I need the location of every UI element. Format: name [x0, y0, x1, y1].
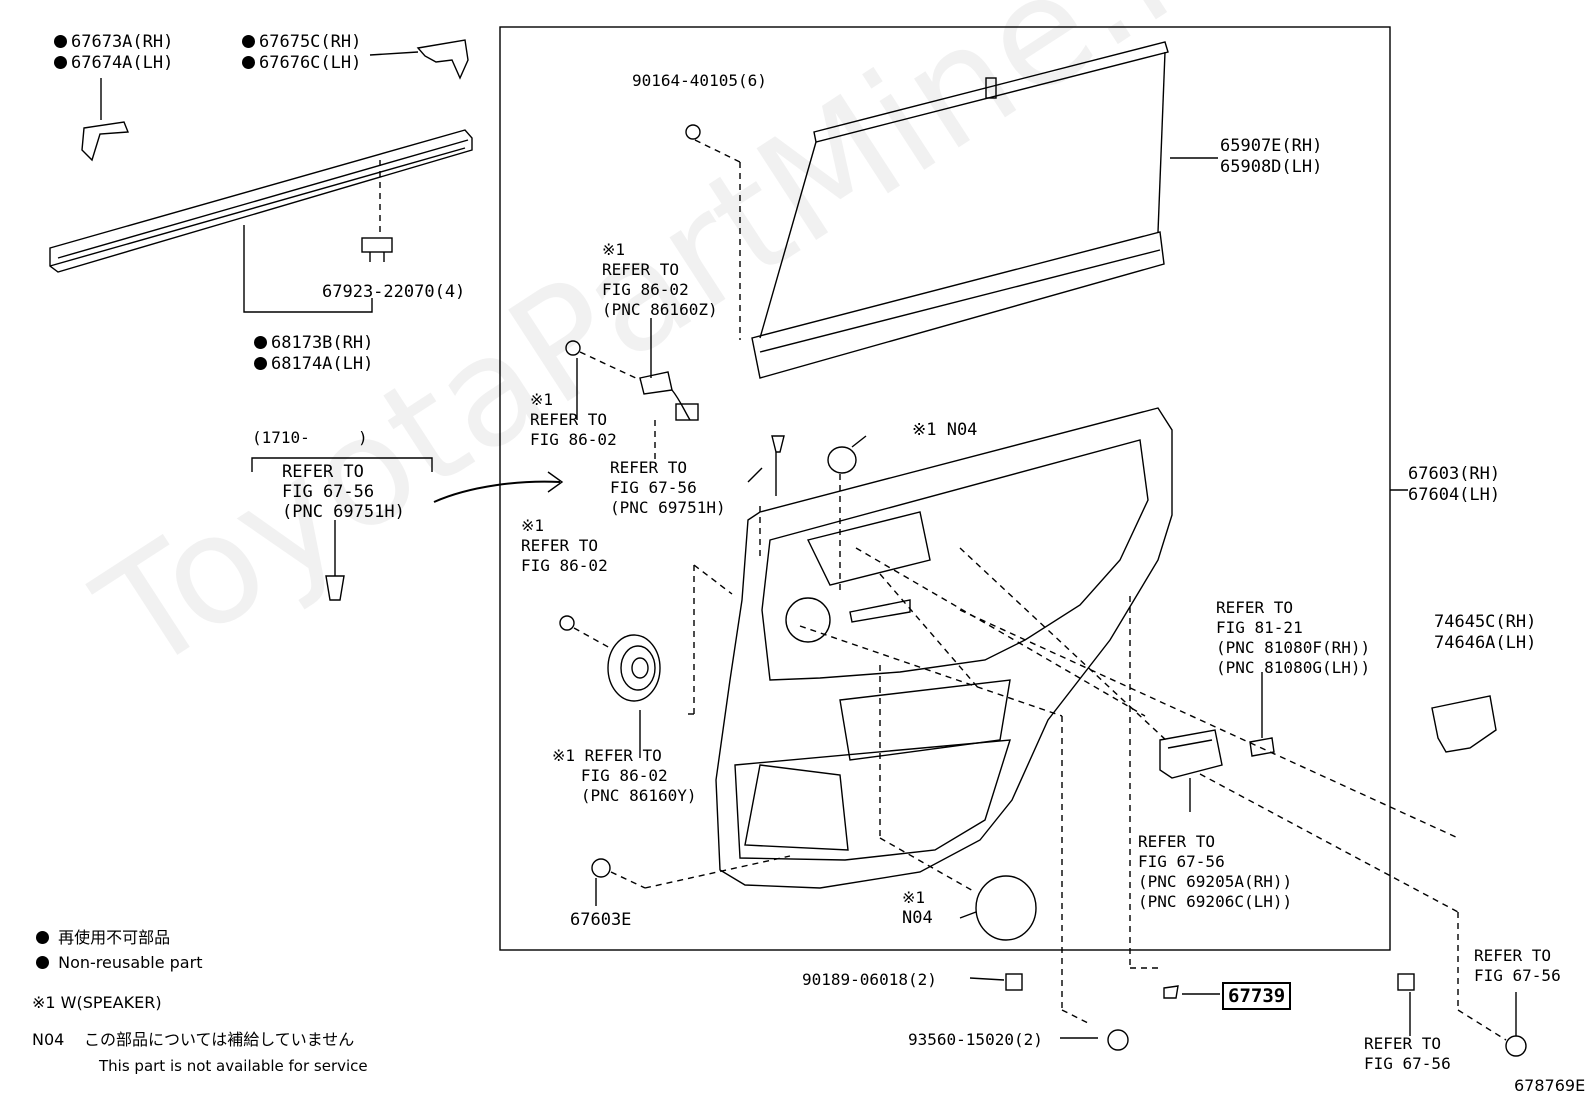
ref-86-02-b-line1: REFER TO	[521, 536, 599, 555]
nonreusable-dot-icon	[36, 956, 49, 969]
legend-nonreusable-jp: 再使用不可部品	[36, 928, 170, 948]
ref-69751h-line1: REFER TO	[610, 458, 688, 477]
part-93560: 93560-15020(2)	[908, 1030, 1043, 1049]
ref-86160y-line3: (PNC 86160Y)	[552, 786, 697, 805]
part-67603-rh: 67603(RH)	[1408, 464, 1501, 484]
speaker	[607, 634, 661, 702]
ref-86160z-line3: (PNC 86160Z)	[602, 300, 718, 319]
nonreusable-dot-icon	[36, 931, 49, 944]
ref-86-02-a-mark: ※1	[530, 390, 554, 409]
n04-bottom-mark: ※1	[902, 888, 926, 907]
ref-81-21-line2: FIG 81-21	[1216, 618, 1303, 637]
part-74646a-lh: 74646A(LH)	[1434, 633, 1537, 653]
part-67603e: 67603E	[570, 910, 632, 930]
ref-86160z-mark: ※1	[602, 240, 626, 259]
ref-86-02-b-mark: ※1	[521, 516, 545, 535]
nonreusable-dot-icon	[242, 56, 255, 69]
part-67676c-lh: 67676C(LH)	[242, 53, 361, 73]
moulding-end-right	[416, 39, 469, 80]
door-trim-panel	[715, 407, 1173, 889]
part-65908d-lh: 65908D(LH)	[1220, 157, 1323, 177]
ref-left-line2: FIG 67-56	[282, 482, 375, 502]
ref-67-56-bottom-line2: FIG 67-56	[1364, 1054, 1451, 1073]
ref-67-56-right-line1: REFER TO	[1474, 946, 1552, 965]
sunshade	[751, 41, 1169, 379]
part-65907e-rh: 65907E(RH)	[1220, 136, 1323, 156]
nonreusable-dot-icon	[254, 357, 267, 370]
ref-69205-line2: FIG 67-56	[1138, 852, 1225, 871]
legend-n04-en: This part is not available for service	[99, 1057, 368, 1075]
ref-69205-line1: REFER TO	[1138, 832, 1216, 851]
ref-69751h-line2: FIG 67-56	[610, 478, 697, 497]
ref-69205-line4: (PNC 69206C(LH))	[1138, 892, 1293, 911]
n04-bottom-label: N04	[902, 908, 933, 928]
part-67673a-rh: 67673A(RH)	[54, 32, 173, 52]
legend-note1: ※1 W(SPEAKER)	[32, 993, 162, 1012]
clip-90189	[1005, 973, 1023, 991]
moulding-end-left	[81, 121, 130, 162]
part-67923: 67923-22070(4)	[322, 282, 466, 302]
part-67604-lh: 67604(LH)	[1408, 485, 1501, 505]
belt-moulding	[49, 129, 473, 273]
ref-86-02-a-line2: FIG 86-02	[530, 430, 617, 449]
ref-left-line1: REFER TO	[282, 462, 364, 482]
nonreusable-dot-icon	[54, 35, 67, 48]
ref-86160y-line2: FIG 86-02	[552, 766, 668, 785]
ref-81-21-line4: (PNC 81080G(LH))	[1216, 658, 1371, 677]
nonreusable-dot-icon	[254, 336, 267, 349]
ref-86-02-b-line2: FIG 86-02	[521, 556, 608, 575]
belt-clip	[361, 237, 393, 253]
ref-86160z-line1: REFER TO	[602, 260, 680, 279]
part-67675c-rh: 67675C(RH)	[242, 32, 361, 52]
ref-81-21-line3: (PNC 81080F(RH))	[1216, 638, 1371, 657]
part-68173b-rh: 68173B(RH)	[254, 333, 373, 353]
part-90189: 90189-06018(2)	[802, 970, 937, 989]
part-90164: 90164-40105(6)	[632, 71, 767, 90]
assembly-frame	[499, 26, 1391, 951]
part-67674a-lh: 67674A(LH)	[54, 53, 173, 73]
ref-left-line3: (PNC 69751H)	[282, 502, 405, 522]
n04-top-label: ※1 N04	[912, 420, 978, 440]
ref-67-56-bottom-line1: REFER TO	[1364, 1034, 1442, 1053]
ref-69751h-line3: (PNC 69751H)	[610, 498, 726, 517]
part-74645c-rh: 74645C(RH)	[1434, 612, 1537, 632]
part-67739-highlight: 67739	[1222, 982, 1292, 1010]
ref-67-56-right-line2: FIG 67-56	[1474, 966, 1561, 985]
date-range-note: (1710- )	[252, 428, 368, 447]
ref-69205-line3: (PNC 69205A(RH))	[1138, 872, 1293, 891]
legend-n04-jp: この部品については補給していません	[84, 1030, 355, 1049]
ref-86160y-line1: ※1 REFER TO	[552, 746, 662, 765]
figure-code: 678769E	[1514, 1076, 1586, 1095]
legend-nonreusable-en: Non-reusable part	[36, 953, 202, 973]
part-68174a-lh: 68174A(LH)	[254, 354, 373, 374]
ref-86160z-line2: FIG 86-02	[602, 280, 689, 299]
legend-n04-code: N04	[32, 1030, 65, 1049]
ref-81-21-line1: REFER TO	[1216, 598, 1294, 617]
trim-piece	[1431, 695, 1497, 753]
nonreusable-dot-icon	[242, 35, 255, 48]
ref-86-02-a-line1: REFER TO	[530, 410, 608, 429]
nonreusable-dot-icon	[54, 56, 67, 69]
